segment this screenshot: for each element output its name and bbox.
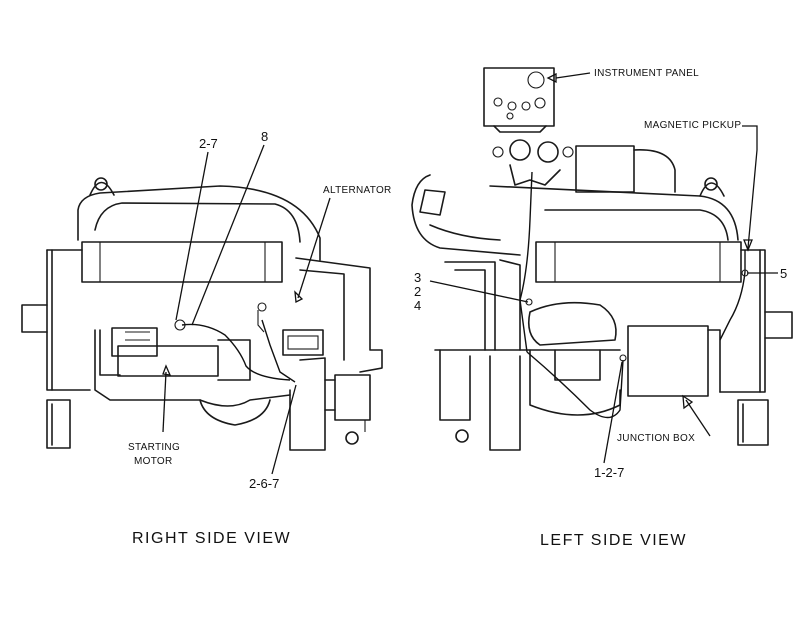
left-side-view-caption: LEFT SIDE VIEW (540, 532, 687, 549)
callout-right-2-6-7: 2-6-7 (249, 476, 279, 491)
magnetic-pickup-label: MAGNETIC PICKUP (644, 120, 741, 131)
callout-right-8: 8 (261, 129, 268, 144)
right-side-engine-drawing (21, 177, 383, 451)
right-side-view-caption: RIGHT SIDE VIEW (132, 530, 291, 547)
alternator-label: ALTERNATOR (323, 185, 392, 196)
callout-left-1-2-7: 1-2-7 (594, 465, 624, 480)
callout-left-5: 5 (780, 266, 787, 281)
left-side-leaders (429, 72, 778, 464)
callout-left-2: 2 (414, 284, 421, 299)
right-side-leaders (162, 144, 331, 475)
callout-left-4: 4 (414, 298, 421, 313)
starting-motor-label-line2: MOTOR (134, 456, 173, 467)
instrument-panel-label: INSTRUMENT PANEL (594, 68, 699, 79)
junction-box-label: JUNCTION BOX (617, 433, 695, 444)
left-side-engine-drawing (411, 67, 793, 451)
starting-motor-label-line1: STARTING (128, 442, 180, 453)
callout-left-3: 3 (414, 270, 421, 285)
callout-right-2-7: 2-7 (199, 136, 218, 151)
